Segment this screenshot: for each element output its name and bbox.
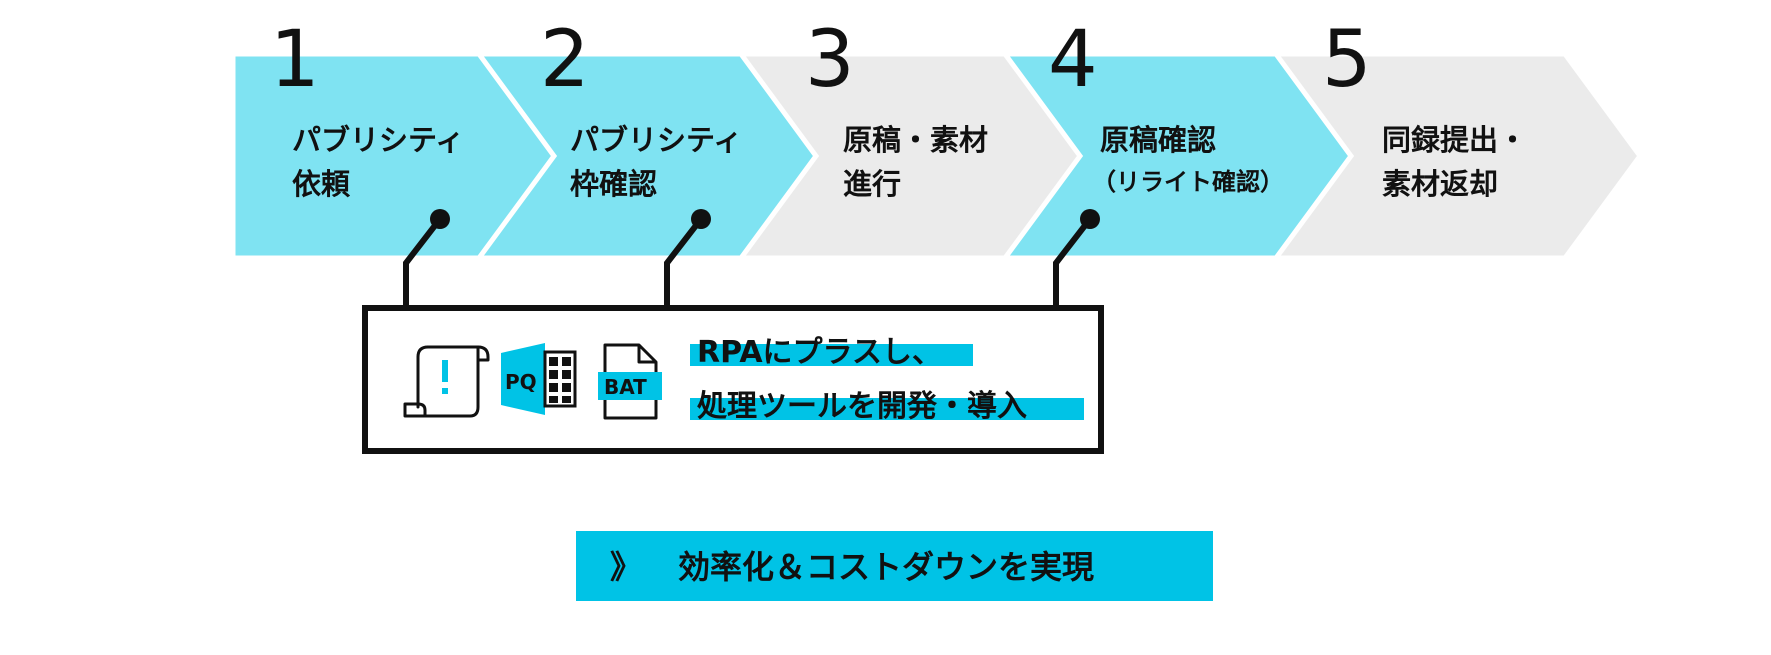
script-alert-icon — [403, 345, 490, 418]
power-query-icon: PQ — [501, 343, 577, 415]
result-bar-text: 効率化＆コストダウンを実現 — [678, 548, 1094, 586]
step-5-label-line2: 素材返却 — [1382, 167, 1498, 201]
rpa-banner: PQ BAT RPAにプラスし、 処理ツールを開発・導入 — [362, 305, 1104, 454]
step-3-number: 3 — [805, 15, 855, 105]
step-2-number: 2 — [540, 15, 590, 105]
svg-text:BAT: BAT — [604, 375, 647, 399]
banner-line1-highlight — [690, 344, 973, 366]
connector-step-1 — [403, 217, 443, 308]
step-4-number: 4 — [1048, 15, 1098, 105]
step-1 — [230, 51, 558, 261]
banner-line2-highlight — [690, 398, 1084, 420]
connector-step-4 — [1053, 217, 1093, 308]
banner-line1: RPAにプラスし、 — [697, 335, 942, 370]
step-4-label-line2: （リライト確認） — [1092, 168, 1284, 196]
step-5-number: 5 — [1322, 15, 1372, 105]
step-3-label-line2: 進行 — [843, 167, 901, 201]
step-4-label-line1: 原稿確認 — [1100, 123, 1216, 157]
step-5-label-line1: 同録提出・ — [1382, 123, 1527, 157]
connector-step-2 — [664, 217, 704, 308]
bat-file-icon: BAT — [598, 343, 662, 420]
rpa-banner-frame — [362, 305, 1104, 454]
connector-step-1-dot — [430, 209, 450, 229]
banner-line2: 処理ツールを開発・導入 — [697, 389, 1027, 424]
step-labels: パブリシティ 依頼 パブリシティ 枠確認 原稿・素材 進行 原稿確認 （リライト… — [292, 123, 1527, 201]
connector-step-2-dot — [691, 209, 711, 229]
process-steps — [230, 51, 1644, 261]
connector-step-4-dot — [1080, 209, 1100, 229]
step-1-label-line2: 依頼 — [292, 167, 351, 201]
step-2-label-line1: パブリシティ — [570, 123, 742, 157]
step-3-label-line1: 原稿・素材 — [843, 123, 988, 157]
result-bar: 》 効率化＆コストダウンを実現 — [576, 531, 1213, 601]
step-2-label-line2: 枠確認 — [570, 167, 657, 201]
result-bar-bg — [576, 531, 1213, 601]
step-1-number: 1 — [270, 15, 320, 105]
step-1-label-line1: パブリシティ — [292, 123, 464, 157]
step-1-chevron — [230, 51, 558, 261]
svg-text:PQ: PQ — [505, 370, 537, 394]
connectors — [403, 209, 1100, 308]
result-bar-arrows: 》 — [610, 548, 642, 586]
step-numbers: 1 2 3 4 5 — [270, 15, 1372, 105]
